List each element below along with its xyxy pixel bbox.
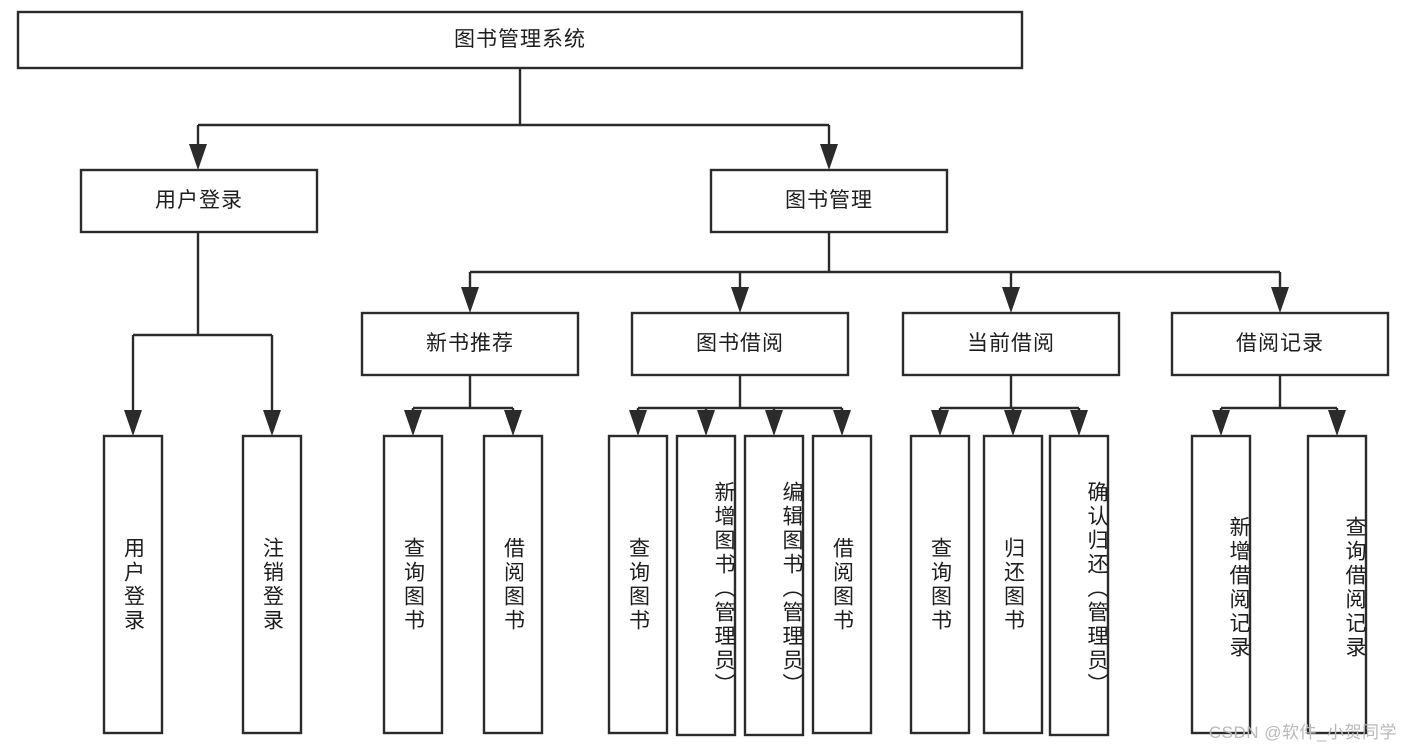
arrow-head-icon	[263, 410, 281, 436]
watermark: CSDN @软件_小贺同学	[1208, 723, 1397, 742]
node-box-borrow-record[interactable]	[1170, 311, 1390, 377]
node-box-leaf-edit-book[interactable]	[743, 434, 805, 737]
arrow-head-icon	[189, 144, 207, 170]
node-box-current-borrow[interactable]	[901, 311, 1121, 377]
arrow-head-icon	[404, 410, 422, 436]
arrow-head-icon	[931, 410, 949, 436]
node-box-leaf-confirm-return[interactable]	[1048, 434, 1110, 737]
node-box-leaf-query-book-2[interactable]	[607, 434, 669, 735]
arrow-head-icon	[461, 287, 479, 313]
node-box-book-borrow[interactable]	[630, 311, 850, 377]
arrow-head-icon	[820, 144, 838, 170]
node-box-leaf-borrow-book-1[interactable]	[482, 434, 544, 735]
arrow-head-icon	[629, 410, 647, 436]
node-box-leaf-query-record[interactable]	[1306, 434, 1368, 735]
arrow-head-icon	[731, 287, 749, 313]
node-box-leaf-query-book-1[interactable]	[382, 434, 444, 735]
arrow-head-icon	[697, 410, 715, 436]
node-box-user-login[interactable]	[79, 168, 319, 234]
arrow-head-icon	[124, 410, 142, 436]
node-box-leaf-query-book-3[interactable]	[909, 434, 971, 735]
node-box-new-book-rec[interactable]	[360, 311, 580, 377]
node-box-leaf-user-login[interactable]	[102, 434, 164, 735]
connector-layer	[124, 68, 1346, 436]
arrow-head-icon	[1328, 410, 1346, 436]
node-box-layer	[16, 10, 1390, 737]
arrow-head-icon	[1212, 410, 1230, 436]
node-box-leaf-add-record[interactable]	[1190, 434, 1252, 735]
arrow-head-icon	[1271, 287, 1289, 313]
arrow-head-icon	[833, 410, 851, 436]
arrow-head-icon	[504, 410, 522, 436]
arrow-head-icon	[1002, 287, 1020, 313]
node-box-leaf-borrow-book-2[interactable]	[811, 434, 873, 735]
arrow-head-icon	[1070, 410, 1088, 436]
node-box-leaf-return-book[interactable]	[982, 434, 1044, 735]
arrow-head-icon	[1004, 410, 1022, 436]
node-box-leaf-add-book[interactable]	[675, 434, 737, 737]
node-box-leaf-logout[interactable]	[241, 434, 303, 735]
node-box-book-manage[interactable]	[709, 168, 949, 234]
node-box-root[interactable]	[16, 10, 1024, 70]
arrow-head-icon	[765, 410, 783, 436]
